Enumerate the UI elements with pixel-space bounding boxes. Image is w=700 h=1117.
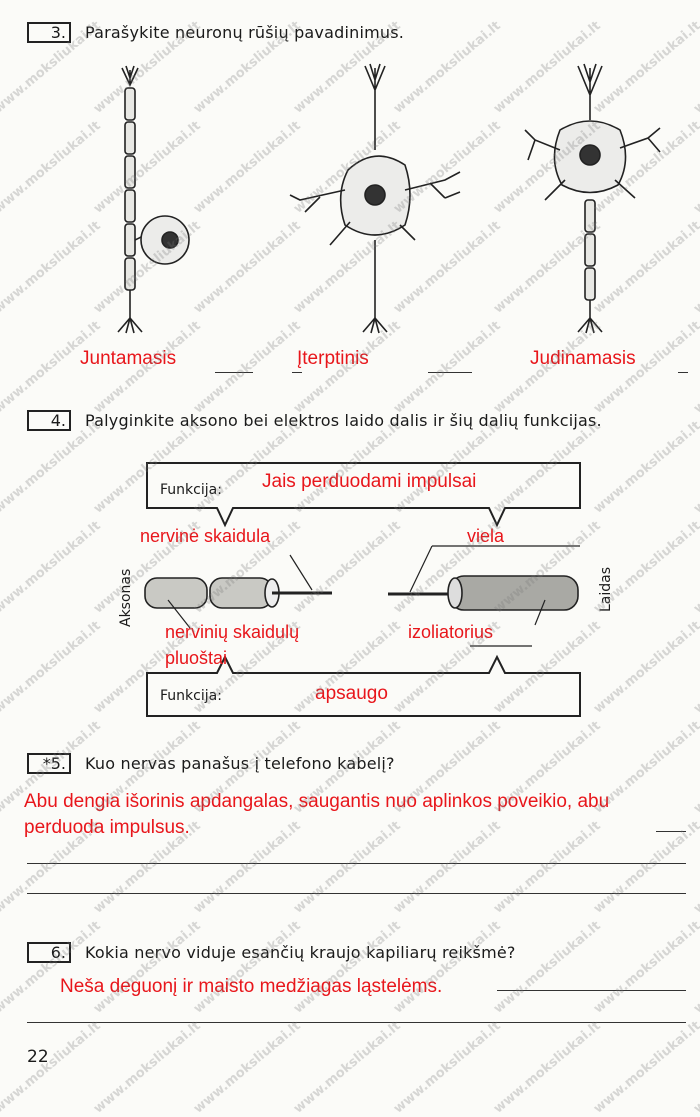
answer-line xyxy=(27,893,686,894)
motor-neuron-drawing xyxy=(524,63,661,334)
question-4-number: 4. xyxy=(27,410,71,431)
answer-interneuron: Įterptinis xyxy=(297,348,369,369)
answer-line xyxy=(27,863,686,864)
answer-line xyxy=(497,990,686,991)
bottom-function-answer: apsaugo xyxy=(315,683,388,704)
question-5-text: Kuo nervas panašus į telefono kabelį? xyxy=(85,754,395,773)
question-5-answer-line2: perduoda impulsus. xyxy=(24,817,190,838)
label-fiber-bundle-line1: nervinių skaidulų xyxy=(165,622,300,642)
question-6-answer: Neša deguonį ir maisto medžiagas ląstelė… xyxy=(60,976,443,997)
question-6-text: Kokia nervo viduje esančių kraujo kapili… xyxy=(85,943,516,962)
label-nerve-fiber: nervinė skaidula xyxy=(140,526,271,546)
question-5-number: *5. xyxy=(27,753,71,774)
top-function-label: Funkcija: xyxy=(160,482,222,498)
top-function-answer: Jais perduodami impulsai xyxy=(262,471,477,492)
answer-line xyxy=(292,372,302,373)
neuron-illustrations xyxy=(117,63,661,717)
sensory-neuron-drawing xyxy=(117,65,190,334)
answer-sensory-neuron: Juntamasis xyxy=(80,348,177,369)
answer-line xyxy=(27,1022,686,1023)
answer-line xyxy=(656,831,686,832)
cable-drawing xyxy=(388,545,580,647)
answer-line xyxy=(678,372,688,373)
answer-line xyxy=(428,372,472,373)
bottom-function-label: Funkcija: xyxy=(160,688,222,704)
question-3-number: 3. xyxy=(27,22,71,43)
axon-drawing xyxy=(144,554,332,629)
label-fiber-bundle-line2: pluoštai xyxy=(165,648,228,668)
label-wire: viela xyxy=(467,526,505,546)
answer-line xyxy=(215,372,253,373)
question-3-text: Parašykite neuronų rūšių pavadinimus. xyxy=(85,23,405,42)
cable-label: Laidas xyxy=(598,566,614,612)
question-5-answer-line1: Abu dengia išorinis apdangalas, sauganti… xyxy=(24,791,610,812)
bottom-function-callout xyxy=(146,654,581,717)
page-number: 22 xyxy=(27,1047,49,1067)
answer-motor-neuron: Judinamasis xyxy=(530,348,636,369)
top-function-callout xyxy=(146,462,581,528)
axon-label: Aksonas xyxy=(118,568,134,627)
question-6-number: 6. xyxy=(27,942,71,963)
question-4-text: Palyginkite aksono bei elektros laido da… xyxy=(85,411,602,430)
label-insulator: izoliatorius xyxy=(408,622,494,642)
interneuron-drawing xyxy=(289,63,461,334)
